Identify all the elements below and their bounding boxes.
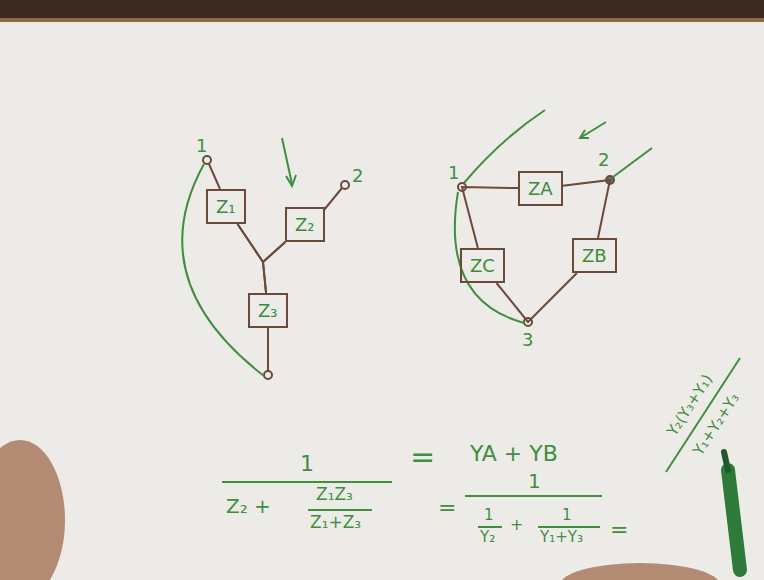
terminal-number: 1	[196, 136, 207, 156]
impedance-box: ZB	[572, 238, 617, 273]
equation-term: YA + YB	[470, 442, 558, 466]
wire	[238, 224, 267, 293]
terminal-number: 2	[352, 166, 363, 186]
equation-term: 1	[528, 470, 541, 492]
wire	[238, 224, 286, 262]
wire	[563, 180, 610, 238]
impedance-box: Z₃	[248, 293, 288, 328]
wire	[497, 273, 577, 322]
impedance-label: Z₁	[216, 196, 236, 217]
wire	[263, 242, 285, 293]
terminal-number: 2	[598, 150, 609, 170]
equation-term: =	[438, 496, 456, 520]
impedance-box: Z₁	[206, 189, 246, 224]
equation-term: Z₁+Z₃	[310, 513, 361, 532]
equation-term: Y₁+Y₃	[540, 529, 583, 546]
impedance-label: ZC	[470, 255, 495, 276]
equation-term: 1	[562, 507, 572, 524]
equation-term: Z₁Z₃	[316, 485, 353, 504]
wire	[462, 187, 518, 248]
equation-term: Z₂ +	[226, 495, 271, 517]
terminal-number: 1	[448, 163, 459, 183]
equation-term: =	[610, 518, 628, 542]
impedance-box: ZA	[518, 171, 563, 206]
impedance-label: ZB	[582, 245, 607, 266]
equation-term: =	[410, 440, 435, 473]
equation-term: 1	[484, 507, 494, 524]
impedance-label: ZA	[528, 178, 553, 199]
equation-term: Y₂	[480, 529, 495, 546]
impedance-box: ZC	[460, 248, 505, 283]
terminal-number: 3	[522, 330, 533, 350]
impedance-label: Z₃	[258, 300, 278, 321]
equation-term: +	[510, 516, 523, 534]
equation-term: 1	[300, 452, 314, 476]
impedance-label: Z₂	[295, 214, 315, 235]
impedance-box: Z₂	[285, 207, 325, 242]
